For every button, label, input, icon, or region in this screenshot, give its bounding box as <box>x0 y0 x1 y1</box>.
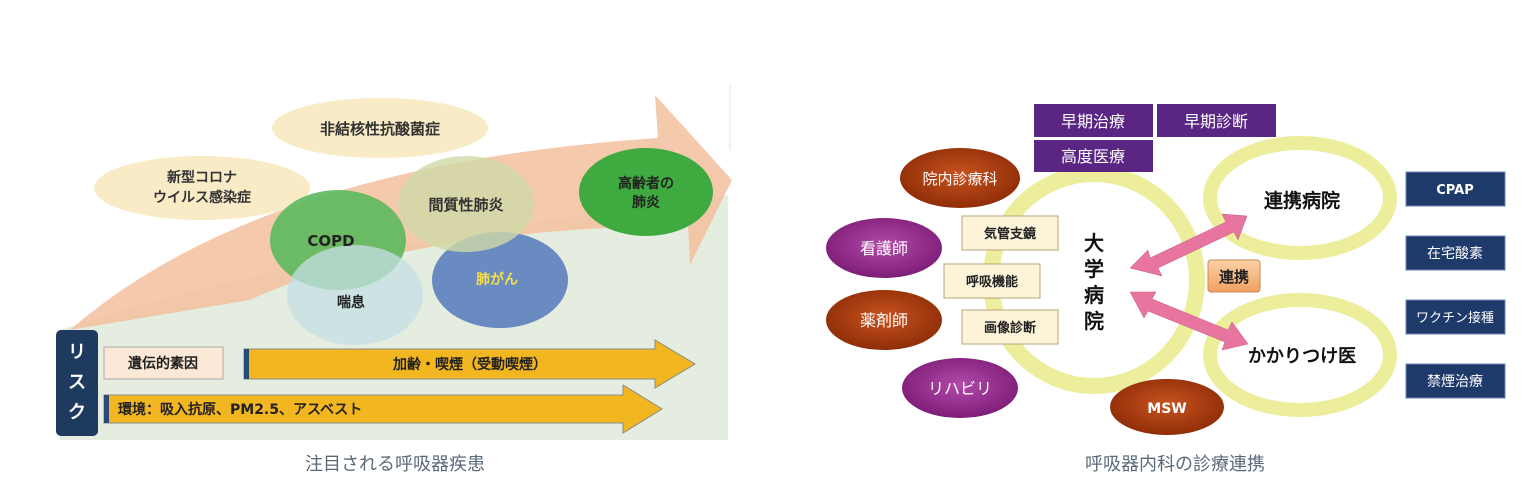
asthma-label: 喘息 <box>337 294 365 311</box>
pharmacist-oval <box>826 290 942 350</box>
respiratory-care-network-figure: 早期治療 早期診断 高度医療 院内診療科 看護師 薬剤師 リハビリ MSW 気管… <box>826 104 1506 435</box>
advanced-care-label: 高度医療 <box>1061 147 1125 166</box>
msw-oval <box>1110 379 1224 435</box>
covid-label-line1: 新型コロナ <box>167 169 237 186</box>
early-diagnosis-label: 早期診断 <box>1184 112 1248 131</box>
copd-label: COPD <box>307 232 354 250</box>
university-char-1: 大 <box>1084 231 1104 255</box>
respiratory-function-box <box>943 263 1041 299</box>
university-char-3: 病 <box>1084 283 1104 307</box>
partner-hospital-label: 連携病院 <box>1264 189 1340 212</box>
nurse-oval <box>826 218 942 278</box>
ild-ellipse <box>398 156 534 252</box>
university-char-4: 院 <box>1084 309 1104 333</box>
family-doctor-link-arrow <box>1129 291 1249 351</box>
other-depts-label: 院内診療科 <box>922 170 997 188</box>
risk-label-box <box>56 330 98 436</box>
right-figure-caption: 呼吸器内科の診療連携 <box>1085 454 1265 475</box>
nurse-label: 看護師 <box>860 239 908 258</box>
early-diagnosis-box <box>1157 104 1276 137</box>
msw-label: MSW <box>1147 401 1186 417</box>
imaging-label: 画像診断 <box>984 320 1036 336</box>
vaccination-label: ワクチン接種 <box>1416 310 1494 326</box>
bronchoscopy-label: 気管支鏡 <box>984 226 1036 242</box>
lung-cancer-label: 肺がん <box>476 271 518 288</box>
early-treatment-box <box>1034 104 1153 137</box>
genetic-factor-label: 遺伝的素因 <box>128 355 198 372</box>
cpap-label: CPAP <box>1436 183 1473 198</box>
cooperation-box <box>1207 259 1261 293</box>
covid-label-line2: ウイルス感染症 <box>153 189 251 206</box>
advanced-care-box <box>1034 140 1153 172</box>
environment-arrow <box>103 384 663 434</box>
partner-hospital-ring <box>1203 136 1397 260</box>
aging-smoking-label: 加齢・喫煙（受動喫煙） <box>392 356 547 373</box>
family-doctor-label: かかりつけ医 <box>1248 346 1356 367</box>
other-depts-oval <box>900 148 1020 208</box>
elderly-pneumonia-line2: 肺炎 <box>632 195 660 211</box>
partner-link-arrow <box>1129 213 1248 277</box>
university-char-2: 学 <box>1084 257 1104 281</box>
home-oxygen-label: 在宅酸素 <box>1427 246 1483 262</box>
respiratory-diseases-figure: 非結核性抗酸菌症 新型コロナ ウイルス感染症 COPD 喘息 間質性肺炎 肺がん… <box>56 85 732 440</box>
elderly-pneumonia-ellipse <box>579 148 713 236</box>
aging-smoking-arrow <box>243 339 696 389</box>
early-treatment-label: 早期治療 <box>1061 112 1125 131</box>
pharmacist-label: 薬剤師 <box>860 311 908 330</box>
elderly-pneumonia-line1: 高齢者の <box>618 175 674 192</box>
home-oxygen-box <box>1405 235 1506 271</box>
cpap-box <box>1405 171 1506 207</box>
environment-label: 環境：吸入抗原、PM2.5、アスベスト <box>118 401 362 418</box>
left-figure-caption: 注目される呼吸器疾患 <box>305 454 485 475</box>
rehab-oval <box>902 358 1018 418</box>
genetic-factor-box <box>103 346 224 380</box>
risk-char-2: ス <box>68 372 86 393</box>
cooperation-label: 連携 <box>1219 268 1249 286</box>
ntm-label: 非結核性抗酸菌症 <box>320 120 440 138</box>
covid-ellipse <box>94 156 310 220</box>
rehab-label: リハビリ <box>928 379 992 398</box>
risk-char-1: リ <box>68 342 86 363</box>
family-doctor-ring <box>1203 293 1397 417</box>
imaging-box <box>961 309 1059 345</box>
smoking-cessation-label: 禁煙治療 <box>1427 373 1483 390</box>
respiratory-function-label: 呼吸機能 <box>966 274 1018 290</box>
ntm-ellipse <box>272 98 488 158</box>
bronchoscopy-box <box>961 215 1059 251</box>
vaccination-box <box>1405 299 1506 335</box>
smoking-cessation-box <box>1405 363 1506 399</box>
lung-cancer-ellipse <box>432 232 568 328</box>
risk-char-3: ク <box>68 402 86 423</box>
ild-label: 間質性肺炎 <box>428 196 503 214</box>
asthma-ellipse <box>287 245 423 345</box>
